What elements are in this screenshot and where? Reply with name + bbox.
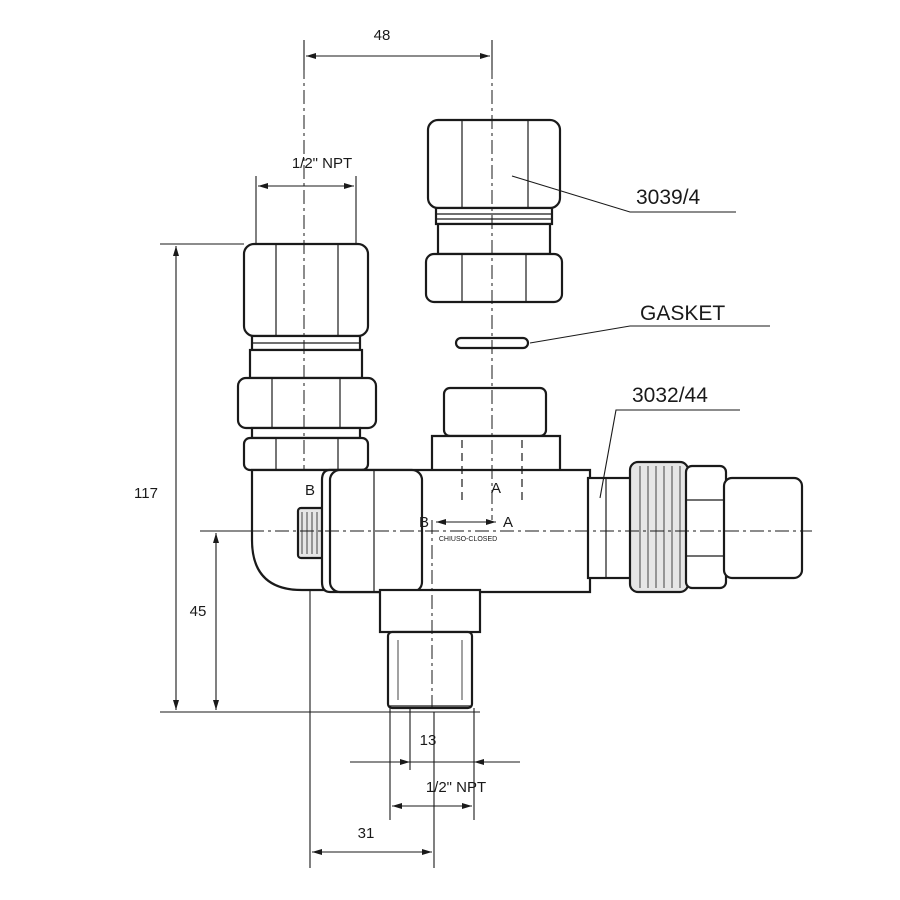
dim-overall-height: 117 [134,485,158,502]
callout-fitting: 3039/4 [636,186,701,209]
dim-bottom-thread-length: 13 [420,732,437,749]
dim-bottom-offset: 31 [358,825,375,842]
left-fitting [236,242,378,472]
bottom-thread-connection [378,588,482,710]
flow-direction-indicator: B A CHIUSO-CLOSED [419,514,513,543]
dim-top-thread: 1/2" NPT [292,155,352,172]
port-b-label: B [305,482,315,499]
valve-3032-44-stem [586,460,804,594]
direction-text: CHIUSO-CLOSED [439,536,497,543]
port-a-label: A [491,480,501,497]
callout-gasket: GASKET [640,302,725,325]
dimension-lines [173,53,520,855]
dim-lower-height: 45 [190,603,207,620]
fitting-3039-4 [424,118,564,304]
arrow-b-label: B [419,514,429,531]
dim-top-spacing: 48 [374,27,391,44]
extension-lines [160,40,493,868]
leader-lines [511,175,770,499]
callout-valve: 3032/44 [632,384,708,407]
arrow-a-label: A [503,514,513,531]
dim-bottom-thread: 1/2" NPT [426,779,486,796]
center-lines [200,40,812,712]
